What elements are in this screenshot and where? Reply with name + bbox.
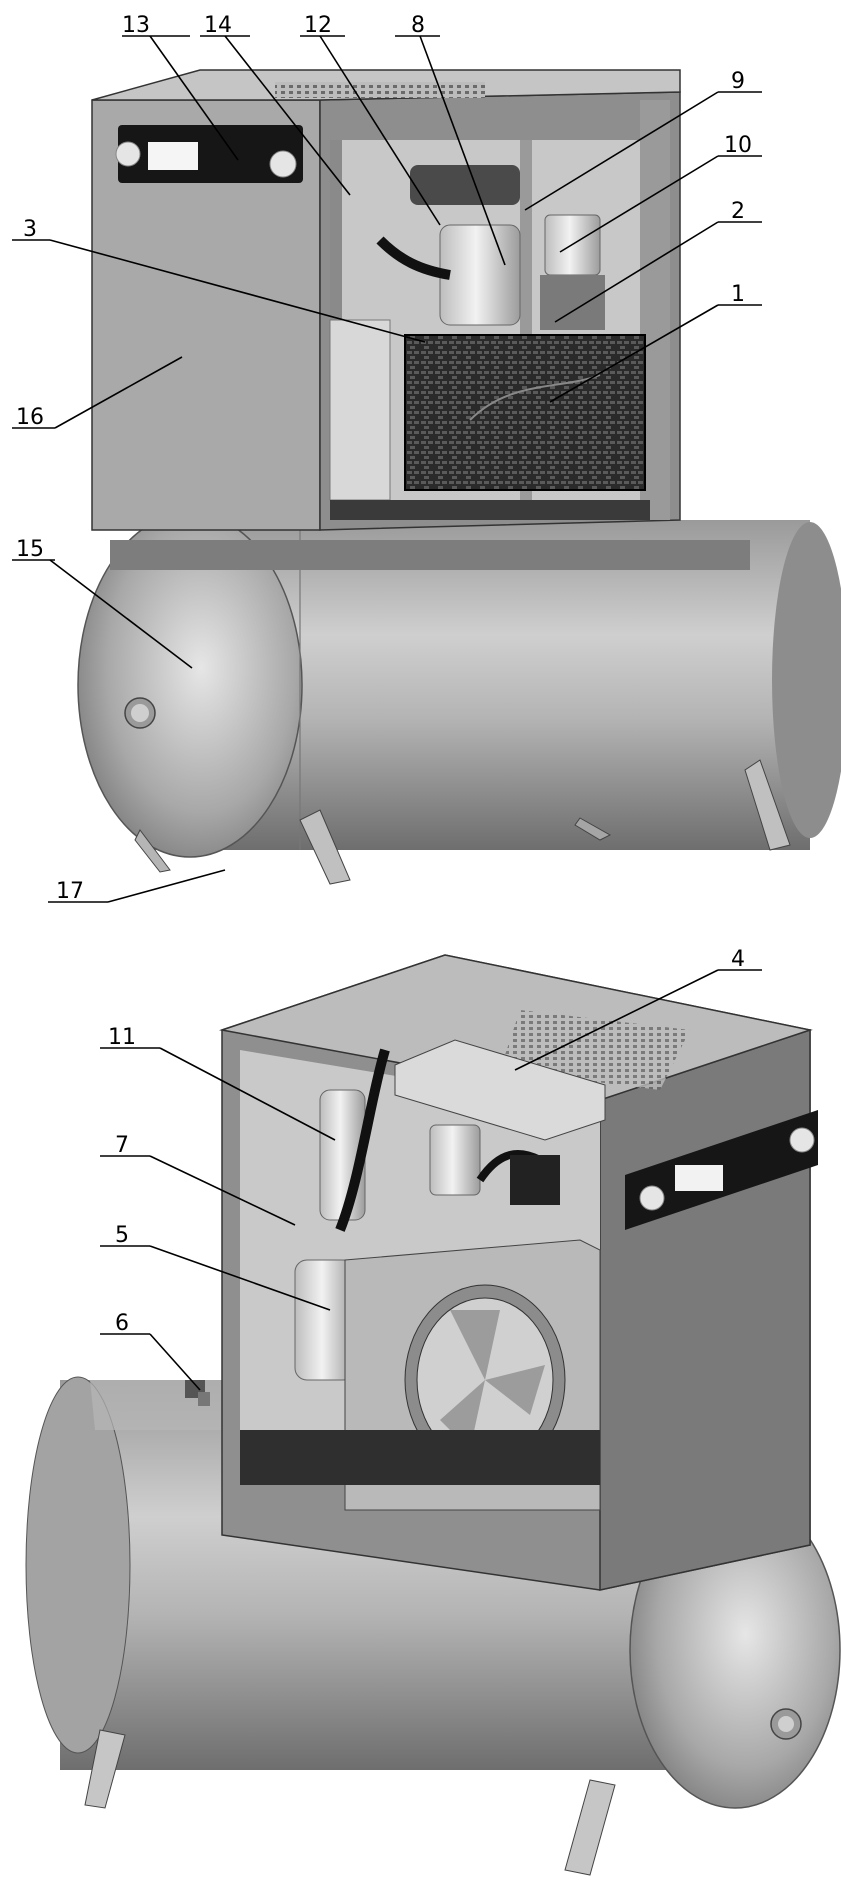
callout-number: 15 — [16, 537, 44, 562]
bottom-compressor-illustration — [25, 954, 841, 1876]
callout-7: 7 — [100, 1133, 296, 1226]
callout-labels: 13 14 12 8 9 10 2 — [12, 13, 762, 1391]
callout-number: 10 — [724, 133, 752, 158]
drain-fitting — [198, 1392, 210, 1406]
tank-feet — [134, 759, 791, 885]
callout-number: 8 — [411, 13, 425, 38]
callout-number: 9 — [731, 69, 745, 94]
callout-number: 17 — [56, 879, 84, 904]
callout-number: 5 — [115, 1223, 129, 1248]
control-panel-rear — [625, 1110, 818, 1230]
callout-13: 13 — [122, 13, 239, 161]
open-interior — [329, 100, 670, 520]
callout-number: 14 — [204, 13, 232, 38]
open-interior-rear — [240, 1039, 606, 1511]
callout-15: 15 — [12, 537, 193, 669]
base-frame — [110, 540, 750, 570]
callout-1: 1 — [549, 282, 762, 403]
callout-6: 6 — [100, 1311, 201, 1391]
callout-11: 11 — [100, 1025, 336, 1141]
callout-number: 13 — [122, 13, 150, 38]
callout-number: 16 — [16, 405, 44, 430]
callout-4: 4 — [514, 947, 762, 1071]
top-compressor-illustration — [77, 69, 841, 885]
callout-number: 2 — [731, 199, 745, 224]
callout-17: 17 — [48, 869, 226, 904]
control-panel — [115, 125, 303, 183]
callout-number: 1 — [731, 282, 745, 307]
air-receiver-tank — [77, 512, 841, 858]
callout-5: 5 — [100, 1223, 331, 1311]
callout-number: 3 — [23, 217, 37, 242]
callout-2: 2 — [554, 199, 762, 323]
callout-10: 10 — [559, 133, 762, 253]
callout-number: 4 — [731, 947, 745, 972]
callout-number: 7 — [115, 1133, 129, 1158]
callout-16: 16 — [12, 356, 183, 430]
callout-14: 14 — [200, 13, 351, 196]
callout-number: 11 — [108, 1025, 136, 1050]
callout-number: 12 — [304, 13, 332, 38]
callout-8: 8 — [395, 13, 506, 266]
callout-number: 6 — [115, 1311, 129, 1336]
callout-12: 12 — [300, 13, 441, 226]
callout-3: 3 — [12, 217, 426, 343]
callout-9: 9 — [524, 69, 762, 211]
